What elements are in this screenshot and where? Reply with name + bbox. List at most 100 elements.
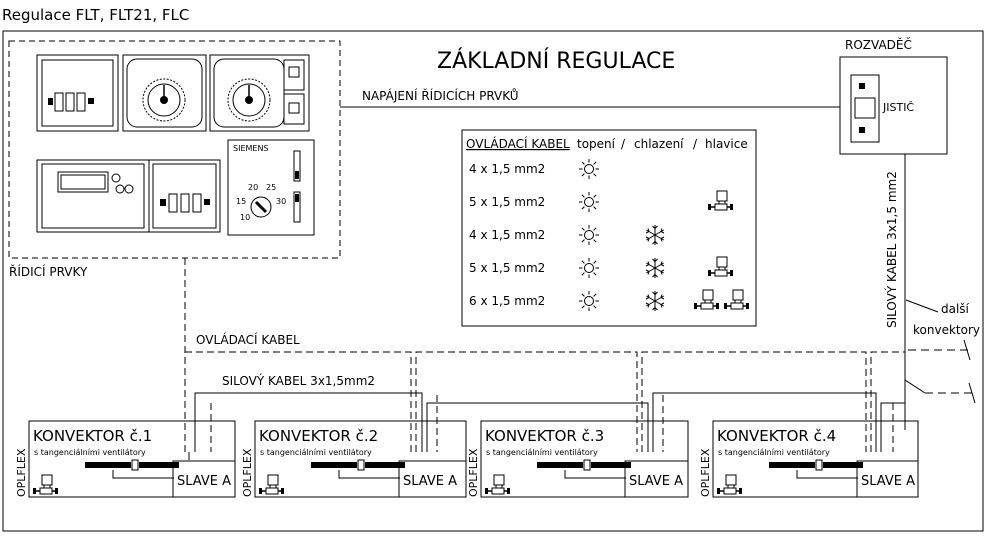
valve-actuator-icon (258, 474, 285, 495)
convector-title: KONVEKTOR č.1 (33, 427, 152, 445)
cable-table-header: OVLÁDACÍ KABEL topení / chlazení / hlavi… (466, 136, 748, 151)
cable-table-rows: 4 x 1,5 mm2 5 x 1,5 mm2 4 x 1,5 mm2 5 x 1,5… (469, 158, 750, 312)
valve-actuator-icon (723, 289, 750, 310)
main-title: ZÁKLADNÍ REGULACE (437, 48, 675, 74)
convector-frame (28, 420, 236, 498)
switch-panel-device (36, 54, 119, 132)
switch-panel-device-2 (148, 159, 221, 233)
cable-type-label: OPLFLEX (467, 448, 480, 497)
cable-spec: 4 x 1,5 mm2 (469, 162, 545, 176)
fan-bar (365, 462, 405, 468)
fan-bar (311, 462, 357, 468)
slave-unit (398, 460, 467, 498)
convector-frame (712, 420, 919, 498)
cable-table-header-heating: topení (577, 137, 616, 151)
cable-type-label: OPLFLEX (241, 448, 254, 497)
slave-label: SLAVE A (177, 474, 231, 489)
svg-text:25: 25 (266, 183, 276, 192)
svg-text:10: 10 (240, 213, 250, 222)
svg-text:20: 20 (248, 183, 258, 192)
branch-line (904, 379, 926, 394)
power-cable-3-4 (652, 392, 877, 452)
digital-controller-device (36, 159, 150, 233)
breaker-label: JISTIČ (882, 101, 914, 114)
siemens-thermostat-device: SIEMENS 20 15 10 30 25 (227, 139, 315, 236)
slave-label: SLAVE A (629, 474, 683, 489)
valve-actuator-icon (32, 474, 59, 495)
sun-icon (578, 224, 600, 246)
convector-2: KONVEKTOR č.2 s tangenciálními ventilátor… (241, 420, 467, 498)
switchboard (839, 56, 948, 155)
valve-actuator-icon (693, 289, 720, 310)
switchboard-label: ROZVADĚČ (845, 37, 912, 52)
fan-bar (85, 462, 131, 468)
control-cable-3-4 (641, 351, 867, 452)
cable-table-header-cooling: chlazení (634, 137, 684, 151)
svg-text:15: 15 (236, 197, 246, 206)
fan-motor-icon (815, 459, 823, 471)
convector-title: KONVEKTOR č.2 (259, 427, 378, 445)
control-cable-2-3 (415, 351, 638, 452)
cable-table-header-sep-2: / (693, 137, 698, 151)
slave-unit (856, 460, 919, 498)
convector-subtitle: s tangenciálními ventilátory (260, 448, 372, 457)
sun-icon (578, 257, 600, 279)
convector-subtitle: s tangenciálními ventilátory (486, 448, 598, 457)
sun-icon (578, 290, 600, 312)
convector-4: KONVEKTOR č.4 s tangenciálními ventilátor… (699, 420, 919, 498)
slave-unit (172, 460, 236, 498)
slave-unit (624, 460, 689, 498)
valve-actuator-icon (484, 474, 511, 495)
cable-table-row: 4 x 1,5 mm2 (469, 224, 665, 246)
svg-text:30: 30 (276, 197, 286, 206)
dial-thermostat-switch-device (209, 54, 310, 132)
cable-spec: 6 x 1,5 mm2 (469, 294, 545, 308)
convector-3: KONVEKTOR č.3 s tangenciálními ventilátor… (467, 420, 689, 498)
convector-title: KONVEKTOR č.4 (717, 427, 836, 445)
control-cable-out (870, 351, 905, 452)
fan-motor-icon (583, 459, 591, 471)
cable-table-header-sep-1: / (621, 137, 626, 151)
snowflake-icon (645, 257, 665, 279)
cable-type-label: OPLFLEX (15, 448, 28, 497)
convector-subtitle: s tangenciálními ventilátory (718, 448, 830, 457)
more-convectors-label-2: konvektory (913, 323, 980, 337)
fan-motor-icon (357, 459, 365, 471)
cable-spec: 5 x 1,5 mm2 (469, 195, 545, 209)
fan-motor-icon (131, 459, 139, 471)
cable-table (461, 129, 757, 327)
convector-title: KONVEKTOR č.3 (485, 427, 604, 445)
cable-table-row: 6 x 1,5 mm2 (469, 289, 750, 312)
fan-bar (769, 462, 815, 468)
device-brand-label: SIEMENS (233, 144, 269, 153)
slave-label: SLAVE A (861, 474, 915, 489)
cable-type-label: OPLFLEX (699, 448, 712, 497)
control-cable-1-2 (185, 351, 412, 452)
convector-frame (480, 420, 689, 498)
power-cable-vertical-label: SILOVÝ KABEL 3x1,5 mm2 (884, 171, 899, 328)
cable-table-row: 5 x 1,5 mm2 (469, 256, 734, 279)
convectors: KONVEKTOR č.1 s tangenciálními ventilátor… (15, 420, 919, 498)
snowflake-icon (645, 290, 665, 312)
dial-thermostat-device (122, 54, 207, 132)
fan-bar (591, 462, 631, 468)
control-cable-label: OVLÁDACÍ KABEL (196, 332, 300, 347)
snowflake-icon (645, 224, 665, 246)
control-elements-group (8, 40, 341, 259)
valve-actuator-icon (707, 190, 734, 211)
sun-icon (578, 158, 600, 180)
convector-subtitle: s tangenciálními ventilátory (34, 448, 146, 457)
power-supply-label: NAPÁJENÍ ŘÍDICÍCH PRVKŮ (362, 88, 519, 103)
cable-table-header-valve: hlavice (705, 137, 748, 151)
power-cable-1-2 (194, 392, 423, 452)
cable-spec: 5 x 1,5 mm2 (469, 261, 545, 275)
cable-table-row: 5 x 1,5 mm2 (469, 190, 734, 213)
convector-1: KONVEKTOR č.1 s tangenciálními ventilátor… (15, 420, 236, 498)
outer-frame (2, 30, 984, 532)
fan-bar (823, 462, 863, 468)
power-cable-2-3 (426, 402, 649, 452)
more-convectors-label-1: další (941, 302, 970, 316)
cable-table-row: 4 x 1,5 mm2 (469, 158, 600, 180)
fan-bar (139, 462, 179, 468)
